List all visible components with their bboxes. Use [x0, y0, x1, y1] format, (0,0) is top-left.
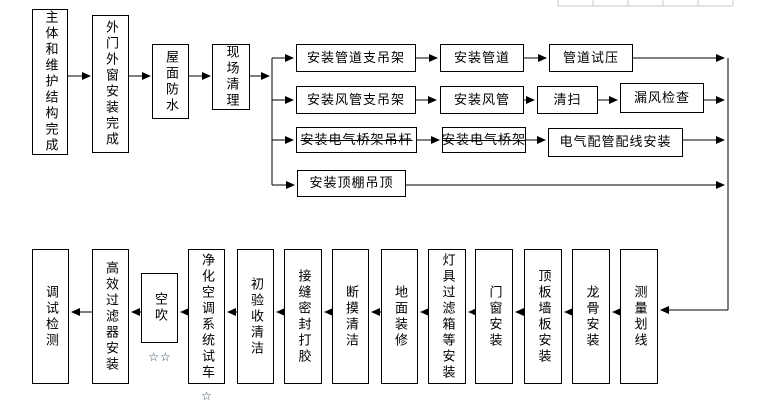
- node-label: 顶板墙板安装: [535, 268, 551, 365]
- node-label: 测量划线: [631, 284, 647, 349]
- node-label: 安装顶棚吊顶: [309, 176, 394, 191]
- node-label: 门窗安装: [486, 284, 502, 349]
- node-label: 安装电气桥架: [442, 132, 527, 148]
- node-hepa-filter-install: 高效过滤器安装: [92, 249, 129, 384]
- node-floor-finishing: 地面装修: [381, 249, 418, 384]
- node-door-window-install: 门窗安装: [475, 249, 513, 384]
- node-label: 空吹: [152, 292, 167, 324]
- node-duct-supports: 安装风管支吊架: [296, 86, 416, 114]
- node-duct-cleaning: 清扫: [537, 86, 598, 114]
- node-label: 安装电气桥架吊杆: [300, 132, 413, 148]
- node-pipe-pressure-test: 管道试压: [549, 44, 633, 72]
- test-run-star: ☆: [201, 389, 213, 403]
- node-hvac-test-run: 净化空调系统试车: [188, 249, 225, 384]
- node-duct-install: 安装风管: [440, 86, 524, 114]
- node-label: 安装风管支吊架: [306, 92, 405, 108]
- node-label: 主体和维护结构完成: [42, 10, 58, 154]
- node-wipe-cleaning: 断摸清洁: [332, 249, 369, 384]
- node-label: 龙骨安装: [583, 284, 599, 349]
- node-label: 电气配管配线安装: [559, 135, 672, 150]
- node-label: 初验收清洁: [248, 276, 263, 357]
- node-air-blow: 空吹: [141, 273, 178, 343]
- node-label: 净化空调系统试车: [199, 252, 214, 381]
- node-label: 安装管道支吊架: [306, 50, 405, 66]
- node-air-leak-check: 漏风检查: [620, 83, 704, 113]
- node-label: 灯具过滤箱等安装: [439, 252, 455, 381]
- node-label: 管道试压: [562, 50, 619, 66]
- node-site-cleanup: 现场清理: [212, 44, 250, 110]
- node-label: 清扫: [553, 92, 582, 108]
- node-label: 安装风管: [453, 92, 510, 108]
- node-label: 安装管道: [453, 50, 510, 66]
- node-initial-acceptance-cleaning: 初验收清洁: [237, 249, 274, 384]
- node-roof-waterproofing: 屋面防水: [152, 44, 189, 119]
- node-label: 调试检测: [43, 284, 58, 349]
- node-label: 现场清理: [223, 45, 239, 109]
- node-electrical-conduit-wiring: 电气配管配线安装: [548, 128, 683, 157]
- node-label: 断摸清洁: [343, 284, 358, 349]
- node-pipe-supports: 安装管道支吊架: [296, 44, 416, 72]
- node-lamp-filterbox-install: 灯具过滤箱等安装: [428, 249, 466, 384]
- node-label: 屋面防水: [163, 49, 178, 114]
- table-fragment: [557, 0, 734, 7]
- node-cable-tray-hangers: 安装电气桥架吊杆: [296, 127, 417, 153]
- node-pipe-install: 安装管道: [440, 44, 524, 72]
- node-label: 接缝密封打胶: [295, 268, 311, 365]
- node-measure-marking: 测量划线: [620, 249, 658, 384]
- node-label: 地面装修: [392, 284, 407, 349]
- node-ceiling-install: 安装顶棚吊顶: [297, 170, 406, 197]
- node-cable-tray-install: 安装电气桥架: [442, 127, 526, 153]
- node-commissioning-test: 调试检测: [32, 249, 69, 384]
- node-doors-windows-complete: 外门外窗安装完成: [92, 15, 129, 153]
- node-keel-install: 龙骨安装: [572, 249, 610, 384]
- node-joint-sealing: 接缝密封打胶: [284, 249, 322, 384]
- node-main-structure-complete: 主体和维护结构完成: [32, 9, 68, 155]
- node-label: 漏风检查: [633, 90, 690, 106]
- node-panel-wall-install: 顶板墙板安装: [524, 249, 562, 384]
- node-label: 高效过滤器安装: [103, 260, 118, 373]
- air-blow-stars: ☆☆: [148, 350, 172, 364]
- node-label: 外门外窗安装完成: [103, 20, 118, 148]
